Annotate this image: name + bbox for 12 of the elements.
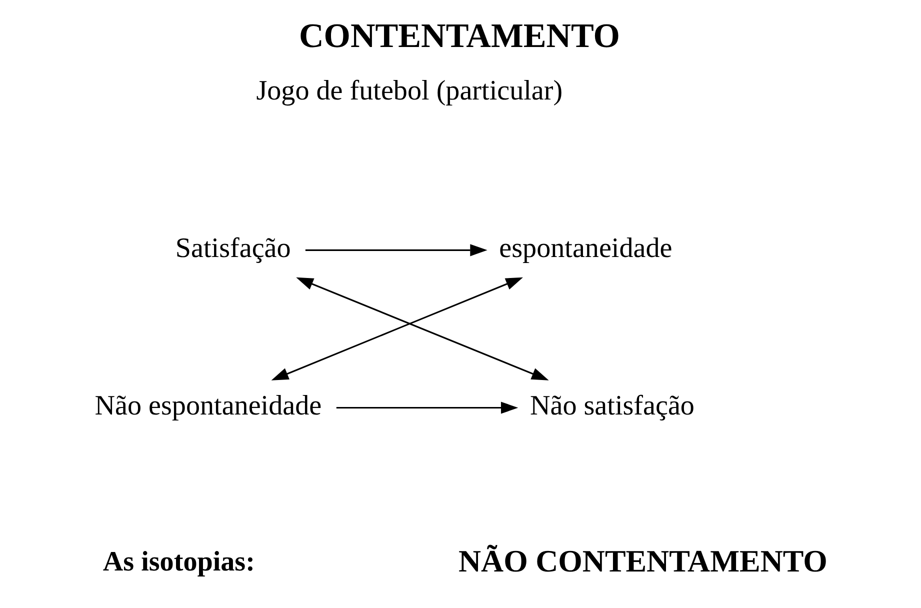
label: NÃO CONTENTAMENTO — [458, 544, 828, 579]
node-text: Satisfação — [175, 233, 291, 264]
arrow — [296, 277, 549, 380]
arrow — [271, 277, 523, 380]
node-text: Não satisfação — [530, 390, 694, 422]
arrow — [305, 244, 488, 256]
label: Jogo de futebol (particular) — [256, 75, 563, 106]
node-text: Não espontaneidade — [94, 390, 322, 422]
label: As isotopias: — [102, 546, 255, 578]
arrow — [336, 402, 518, 414]
diagram-title: CONTENTAMENTO — [299, 16, 620, 55]
node-text: espontaneidade — [499, 233, 672, 264]
